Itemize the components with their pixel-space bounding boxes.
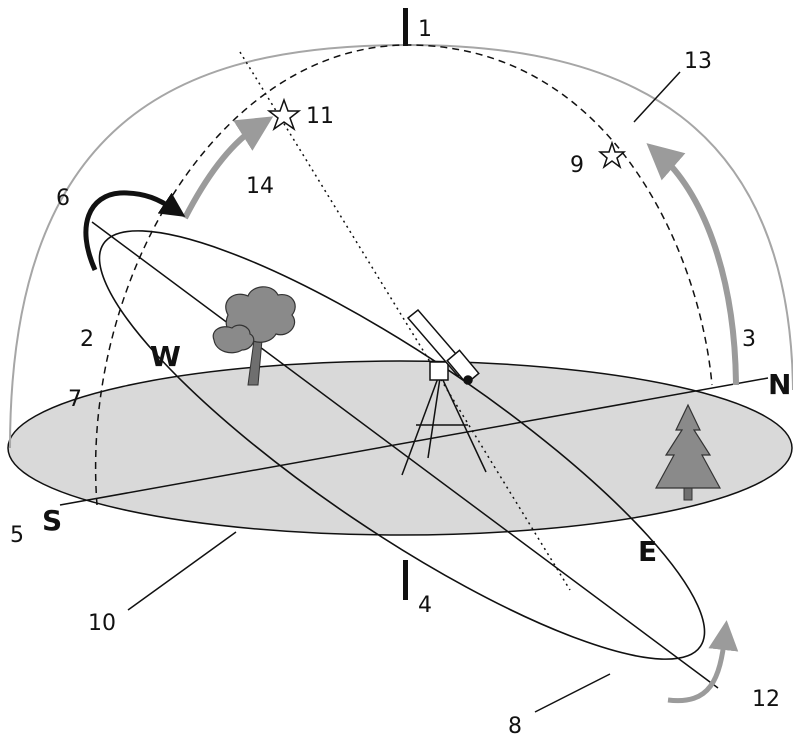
label-10: 10 — [88, 611, 116, 636]
arrow-14 — [182, 116, 274, 220]
label-9: 9 — [570, 153, 584, 178]
leader-13 — [633, 71, 681, 123]
label-2: 2 — [80, 327, 94, 352]
north-label: N — [768, 368, 791, 401]
star-icon — [597, 140, 627, 170]
label-11: 11 — [306, 104, 334, 129]
east-label: E — [638, 535, 657, 568]
leader-10 — [127, 531, 237, 611]
label-4: 4 — [418, 593, 432, 618]
label-7: 7 — [68, 387, 82, 412]
label-14: 14 — [246, 174, 274, 199]
label-8: 8 — [508, 714, 522, 739]
label-6: 6 — [56, 186, 70, 211]
star-icon — [266, 97, 302, 131]
arrow-3 — [646, 143, 739, 386]
pine-tree-icon — [654, 403, 722, 501]
nadir-marker — [403, 560, 408, 600]
zenith-marker — [403, 8, 408, 46]
label-12: 12 — [752, 687, 780, 712]
equator-diameter — [91, 221, 719, 689]
deciduous-tree-icon — [212, 286, 296, 386]
label-3: 3 — [742, 327, 756, 352]
label-1: 1 — [418, 17, 432, 42]
label-13: 13 — [684, 49, 712, 74]
west-label: W — [150, 340, 181, 373]
telescope-icon — [401, 308, 487, 476]
rotation-arrow — [83, 190, 186, 272]
horizon-plane — [7, 360, 793, 536]
leader-8 — [534, 673, 611, 713]
celestial-equator — [98, 230, 706, 660]
meridian-line — [95, 44, 713, 506]
south-label: S — [42, 504, 62, 537]
label-5: 5 — [10, 523, 24, 548]
arrow-12 — [667, 620, 739, 704]
